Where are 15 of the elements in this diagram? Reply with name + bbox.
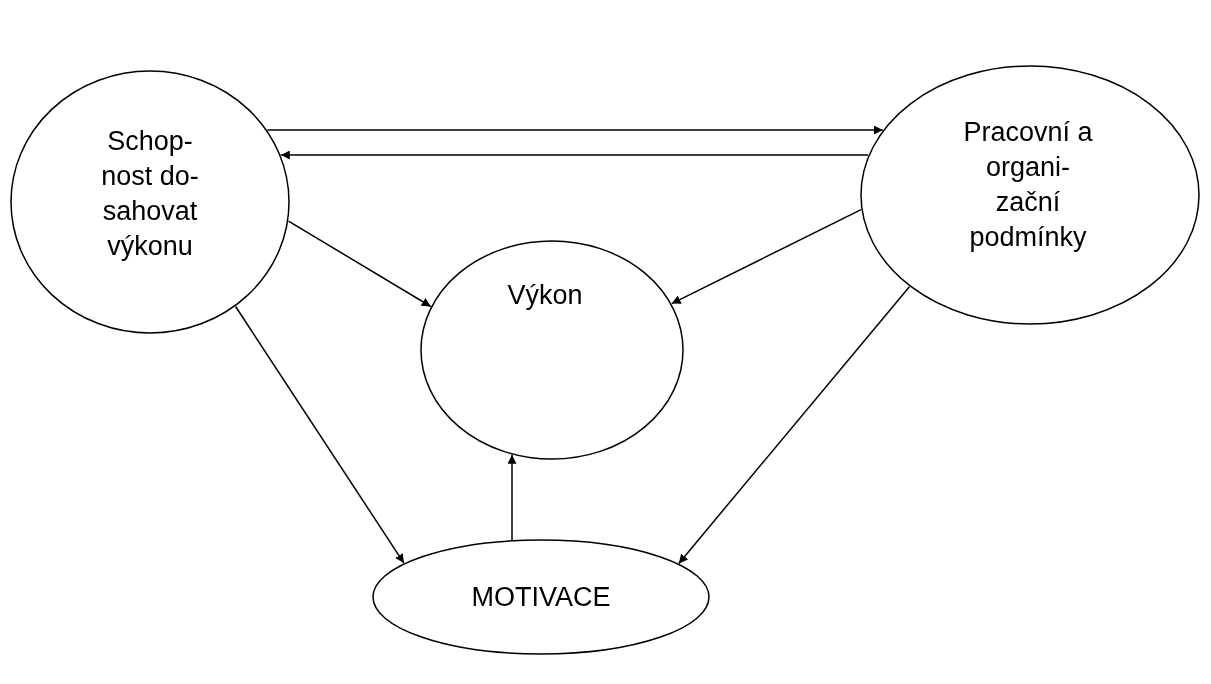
arrow	[507, 454, 517, 541]
node-label: Schop- nost do- sahovat výkonu	[100, 125, 200, 263]
node-label: Výkon	[506, 278, 584, 312]
arrow	[678, 285, 911, 565]
arrow	[280, 150, 869, 160]
node-label: Pracovní a organi- zační podmínky	[962, 116, 1094, 254]
conditions-ellipse	[860, 65, 1200, 325]
motivation-ellipse	[372, 539, 710, 655]
performance-ellipse	[420, 240, 684, 460]
arrow	[234, 305, 405, 564]
arrow	[287, 220, 432, 308]
arrow	[266, 125, 884, 135]
arrow	[670, 208, 862, 305]
ability-ellipse	[10, 70, 290, 334]
node-label: MOTIVACE	[470, 580, 612, 614]
